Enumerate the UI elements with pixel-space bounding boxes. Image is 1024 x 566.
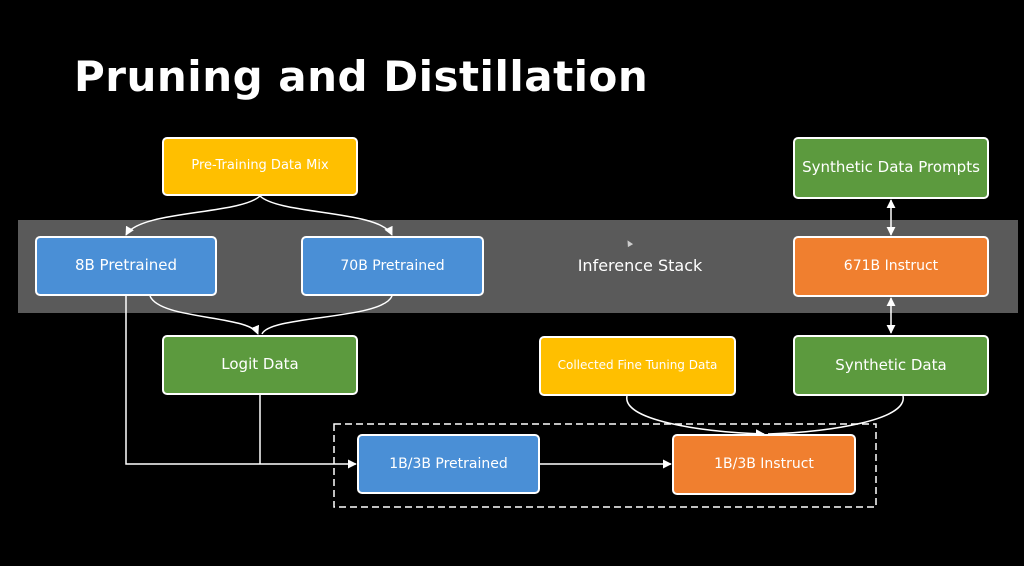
edge-70b-to-logit	[261, 295, 393, 335]
pretrained-70b-box: 70B Pretrained	[301, 236, 484, 296]
edge-synth-to-instruct	[767, 395, 904, 435]
pretrained-1b3b-box: 1B/3B Pretrained	[357, 434, 540, 494]
page-title: Pruning and Distillation	[74, 52, 649, 101]
edge-mix-to-8b	[125, 195, 261, 236]
synthetic-data-box: Synthetic Data	[793, 335, 989, 396]
pretraining-data-mix-box: Pre-Training Data Mix	[162, 137, 358, 196]
logit-data-box: Logit Data	[162, 335, 358, 395]
edge-ftdata-to-instruct	[626, 395, 765, 439]
inference-stack-label: Inference Stack	[577, 256, 703, 275]
instruct-671b-box: 671B Instruct	[793, 236, 989, 297]
pretrained-8b-box: 8B Pretrained	[35, 236, 217, 296]
distillation-group-outline	[333, 423, 877, 508]
edge-8b-to-1b3b	[125, 296, 357, 469]
edge-8b-to-logit	[149, 295, 259, 335]
edge-mix-to-70b	[259, 195, 393, 236]
collected-fine-tuning-data-box: Collected Fine Tuning Data	[539, 336, 736, 396]
instruct-1b3b-box: 1B/3B Instruct	[672, 434, 856, 495]
synthetic-data-prompts-box: Synthetic Data Prompts	[793, 137, 989, 199]
